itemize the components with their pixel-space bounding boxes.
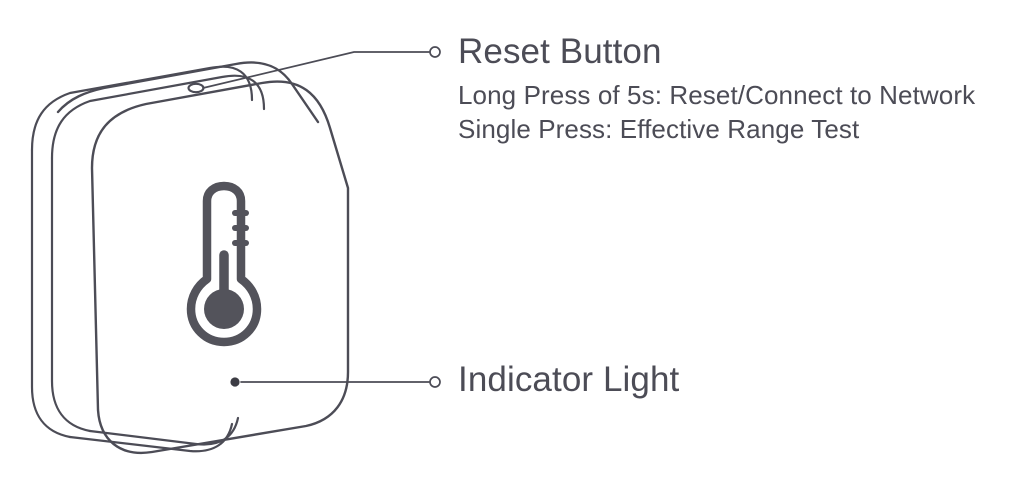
- device-back-shell-outline: [30, 65, 254, 152]
- callout-indicator-light-title: Indicator Light: [458, 360, 680, 399]
- reset-button-leader-endpoint-icon: [429, 46, 441, 58]
- reset-hole-icon: [187, 82, 205, 94]
- thermometer-icon: [186, 181, 262, 347]
- device-mid-shell-outline: [50, 74, 266, 160]
- callout-reset-button-title: Reset Button: [458, 32, 662, 71]
- callout-indicator-light: Indicator Light: [458, 359, 679, 401]
- device-front-face-outline: [90, 80, 350, 455]
- device-back-shell-left-edge: [30, 148, 72, 439]
- callout-reset-button-detail-2: Single Press: Effective Range Test: [458, 114, 860, 144]
- callout-reset-button: Reset Button Long Press of 5s: Reset/Con…: [458, 31, 975, 146]
- indicator-light-leader-endpoint-icon: [429, 376, 441, 388]
- reset-button-leader-line: [202, 51, 430, 89]
- device-top-bevel-edge: [56, 61, 320, 124]
- indicator-led-dot-icon: [230, 377, 240, 387]
- callout-reset-button-detail-1: Long Press of 5s: Reset/Connect to Netwo…: [458, 80, 976, 110]
- device-back-shell-bottom: [68, 422, 234, 453]
- device-mid-shell-left-edge: [50, 156, 92, 433]
